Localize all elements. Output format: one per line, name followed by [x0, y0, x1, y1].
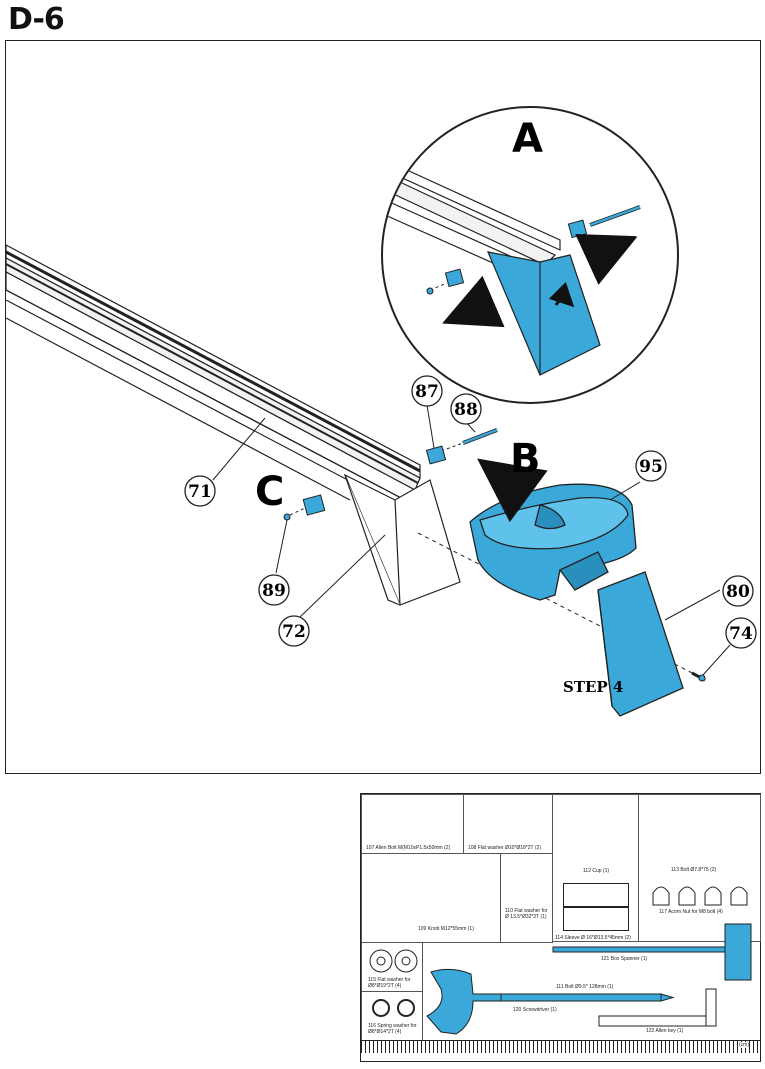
svg-text:95: 95: [639, 457, 663, 477]
spring-washer-icon: [372, 999, 415, 1017]
parts-list-frame: 107 Allen Bolt M(M10xP1.5x50mm (2) 108 F…: [360, 793, 761, 1062]
step-title: D-6: [8, 2, 65, 37]
svg-text:71: 71: [188, 482, 212, 502]
part-label-120: 120 Screwdriver (1): [513, 1007, 557, 1013]
block-c: [283, 494, 326, 521]
detail-a-circle: [381, 106, 679, 404]
part-label-122: 122 Allen key (1): [646, 1028, 684, 1034]
callout-72: 72: [278, 615, 310, 647]
direction-arrow-b: [477, 458, 548, 523]
acorn-nut-icons: [649, 879, 754, 907]
tools-illustration: [426, 923, 752, 1035]
callout-88: 88: [450, 393, 482, 425]
detail-letter-c: C: [255, 469, 284, 515]
screw-74: [691, 671, 706, 682]
seat-95: [469, 483, 637, 601]
callout-80: 80: [722, 575, 754, 607]
assembly-diagram: A B C 71 72 89 87 88 95 80: [5, 106, 757, 717]
sleeve-icon: [563, 907, 629, 931]
end-cap-80: [597, 571, 684, 717]
callout-71: 71: [184, 475, 216, 507]
svg-text:89: 89: [262, 581, 286, 601]
block-87: [425, 445, 447, 465]
callout-95: 95: [635, 450, 667, 482]
svg-text:72: 72: [282, 622, 306, 642]
rail-beam: [5, 244, 421, 501]
part-label-111: 111 Bolt Ø9.5* 128mm (1): [556, 984, 614, 990]
detail-letter-a: A: [512, 116, 543, 162]
callout-89: 89: [258, 574, 290, 606]
svg-text:74: 74: [729, 624, 753, 644]
part-label-121: 121 Box Spanner (1): [601, 956, 648, 962]
measurement-ruler: [361, 1040, 760, 1053]
part-cell-113-117: 113 Bolt Ø7.8*75 (2) 117 Acorn Nut for M…: [638, 794, 761, 942]
support-bracket: [343, 473, 461, 606]
step-label: STEP 4: [563, 678, 623, 696]
ruler-unit: (cm): [739, 1042, 749, 1048]
assembly-diagram-frame: [5, 40, 761, 774]
svg-text:88: 88: [454, 400, 478, 420]
bolt-88: [429, 428, 498, 456]
callout-87: 87: [411, 375, 443, 407]
part-cell-110: 110 Flat washer for Ø 13.5*Ø32*2T (1): [500, 853, 553, 943]
callout-74: 74: [725, 617, 757, 649]
flat-washer-icon: [369, 949, 418, 973]
svg-text:87: 87: [415, 382, 439, 402]
detail-letter-b: B: [510, 436, 541, 482]
sleeve-icon: [563, 883, 629, 907]
svg-text:80: 80: [726, 582, 750, 602]
